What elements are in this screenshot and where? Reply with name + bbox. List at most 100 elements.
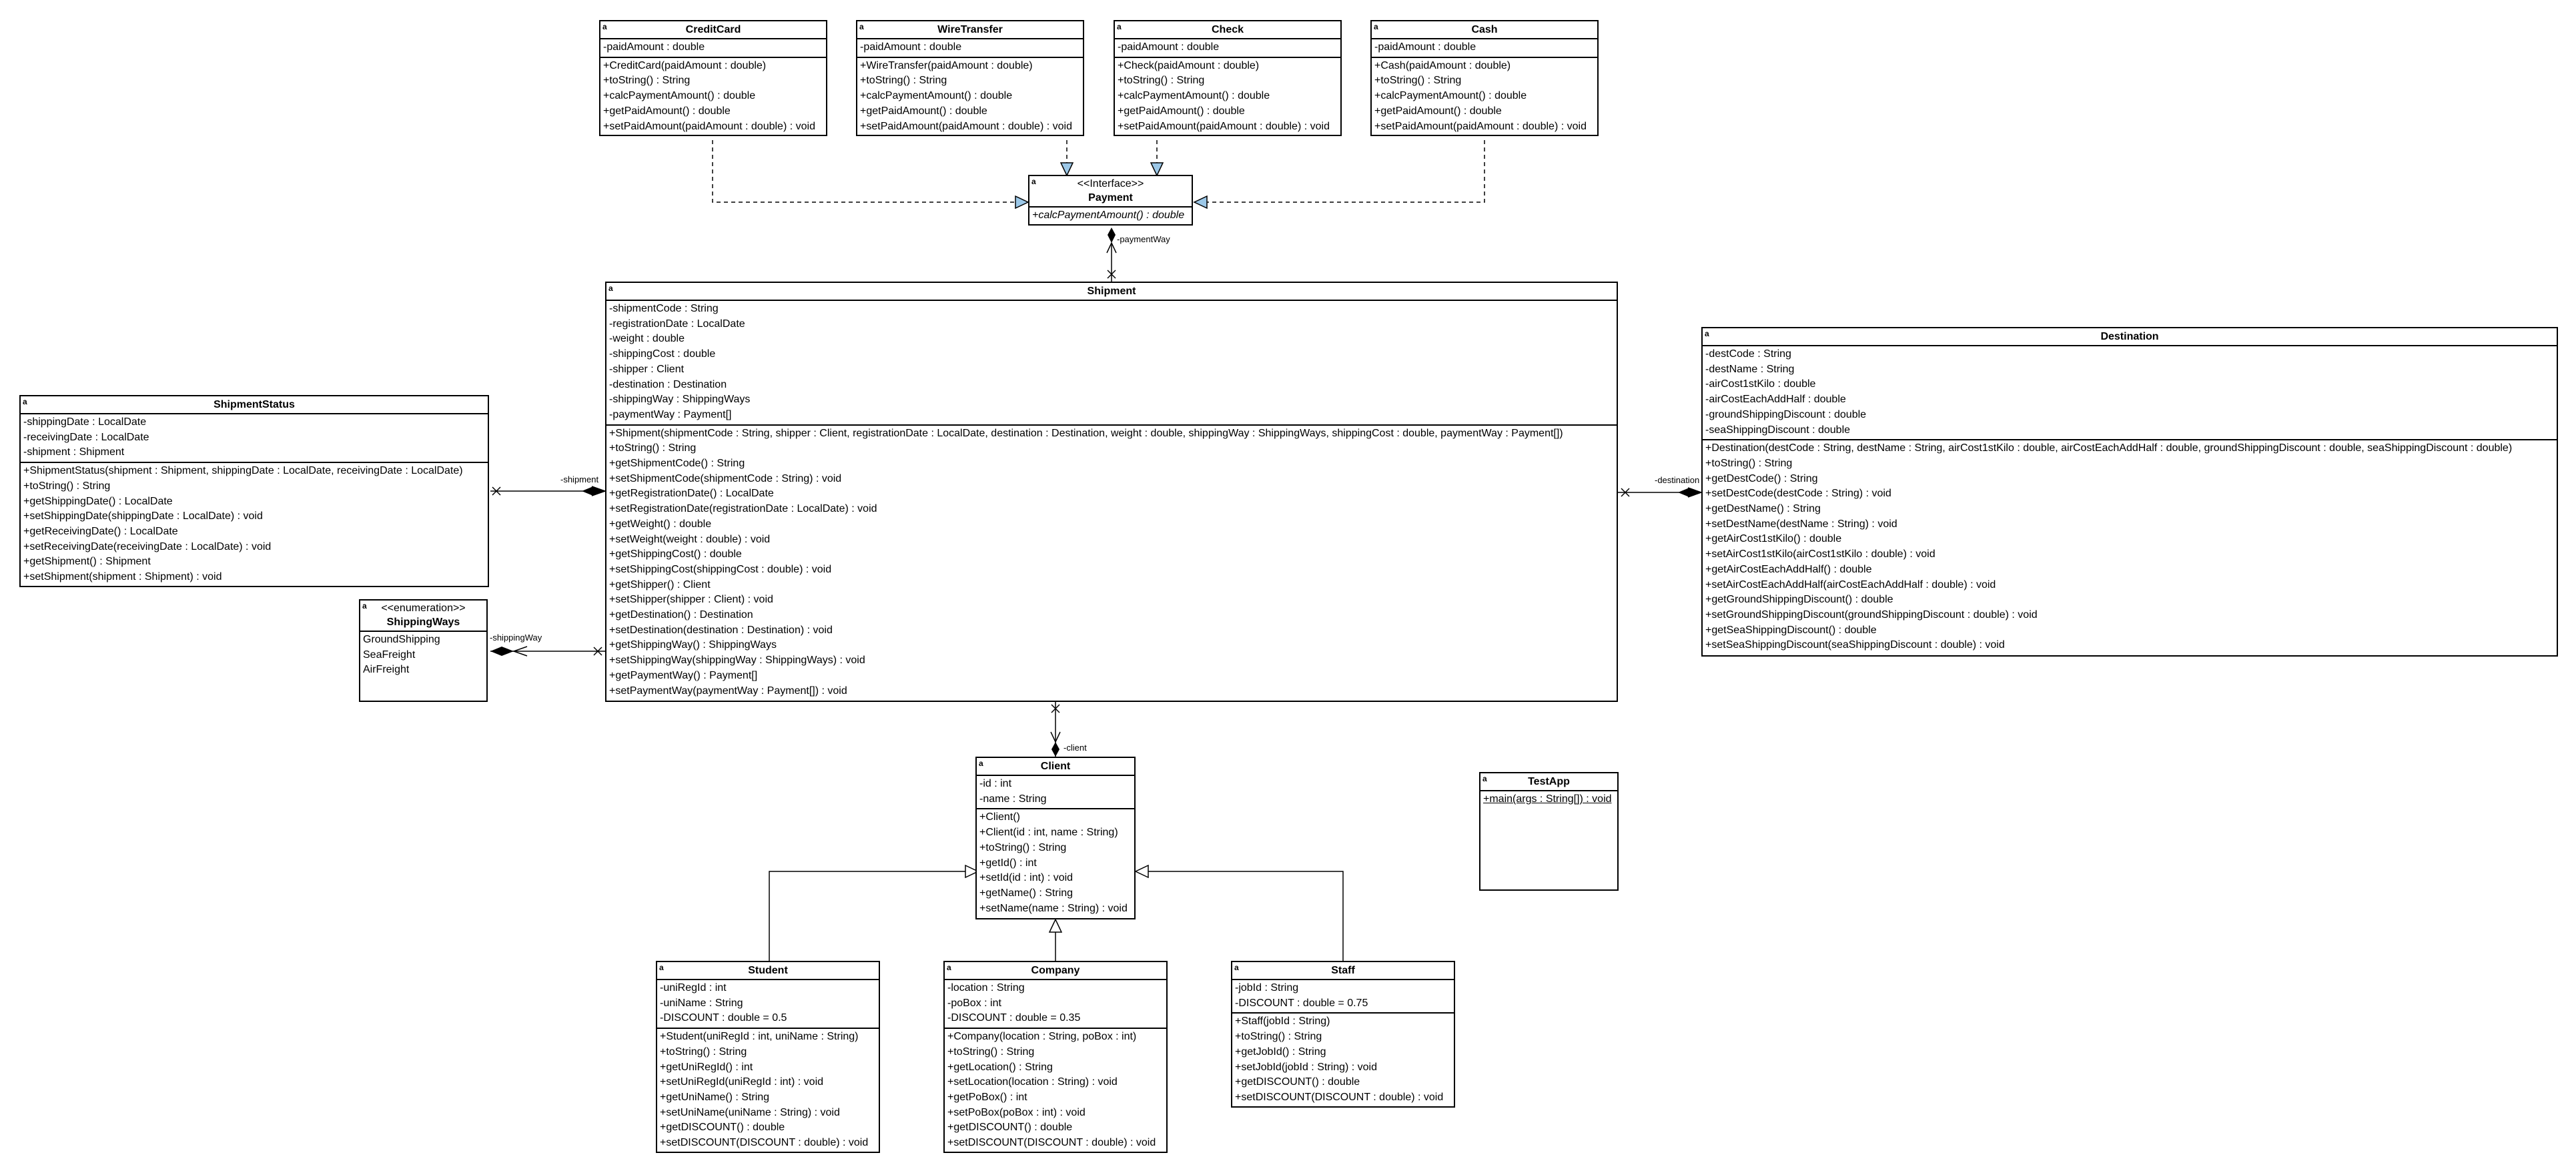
operation-row: +getDISCOUNT() : double bbox=[660, 1122, 785, 1134]
role-label-client: -client bbox=[1063, 743, 1087, 753]
role-label-paymentway: -paymentWay bbox=[1117, 234, 1170, 244]
class-marker-icon: a bbox=[1374, 22, 1378, 31]
attribute-row: -id : int bbox=[979, 778, 1012, 789]
operation-row: +setDISCOUNT(DISCOUNT : double) : void bbox=[660, 1137, 869, 1149]
operation-row: +getPaymentWay() : Payment[] bbox=[609, 669, 758, 681]
composition-shipmentstatus-shipment: -shipment bbox=[490, 474, 607, 496]
operation-row: +setRegistrationDate(registrationDate : … bbox=[609, 503, 877, 515]
operation-compartment: +CreditCard(paidAmount : double)+toStrin… bbox=[600, 58, 826, 136]
operation-compartment: +main(args : String[]) : void bbox=[1480, 791, 1617, 809]
operation-row: +setJobId(jobId : String) : void bbox=[1235, 1061, 1377, 1073]
attribute-compartment: -paidAmount : double bbox=[600, 39, 826, 58]
class-check[interactable]: a Check -paidAmount : double +Check(paidAmo… bbox=[1114, 20, 1342, 136]
class-name: CreditCard bbox=[685, 24, 741, 35]
attribute-row: -DISCOUNT : double = 0.5 bbox=[660, 1012, 787, 1024]
operation-row: +setLocation(location : String) : void bbox=[947, 1076, 1118, 1088]
enum-literal: GroundShipping bbox=[363, 634, 440, 645]
interface-payment[interactable]: a<<Interface>>Payment+calcPaymentAmount(… bbox=[1028, 175, 1193, 226]
operation-compartment: +Client() +Client(id : int, name : String… bbox=[977, 809, 1134, 917]
attribute-row: -paidAmount : double bbox=[860, 41, 962, 53]
operation-row: +Check(paidAmount : double) bbox=[1118, 59, 1260, 71]
operation-row: +getPaidAmount() : double bbox=[1374, 105, 1502, 117]
class-name: Check bbox=[1211, 24, 1244, 35]
operation-compartment: +Destination(destCode : String, destName… bbox=[1703, 440, 2557, 655]
operation-row: +getJobId() : String bbox=[1235, 1046, 1326, 1058]
attribute-compartment: -location : String-poBox : int-DISCOUNT … bbox=[945, 980, 1166, 1030]
operation-compartment: +WireTransfer(paidAmount : double)+toStr… bbox=[857, 58, 1083, 136]
operation-row: +calcPaymentAmount() : double bbox=[603, 90, 756, 102]
class-marker-icon: a bbox=[1117, 22, 1122, 31]
class-marker-icon: a bbox=[608, 284, 613, 293]
operation-row: +getName() : String bbox=[979, 887, 1074, 899]
realization-cash-payment bbox=[1194, 140, 1485, 202]
attribute-row: -name : String bbox=[979, 793, 1047, 805]
class-header: a<<Interface>>Payment bbox=[1029, 176, 1192, 208]
operation-row: +getId() : int bbox=[979, 857, 1037, 869]
attribute-row: -weight : double bbox=[609, 333, 685, 345]
operation-row: +Client() bbox=[979, 811, 1020, 823]
operation-row: +Client(id : int, name : String) bbox=[979, 827, 1118, 839]
attribute-row: -DISCOUNT : double = 0.75 bbox=[1235, 997, 1368, 1009]
operation-row: +setPaidAmount(paidAmount : double) : vo… bbox=[1374, 120, 1587, 132]
operation-row: +main(args : String[]) : void bbox=[1483, 793, 1612, 805]
operation-row: +getShippingDate() : LocalDate bbox=[23, 495, 173, 507]
operation-row: +setDestName(destName : String) : void bbox=[1705, 518, 1897, 530]
operation-row: +getDestination() : Destination bbox=[609, 609, 753, 621]
operation-row: +getUniName() : String bbox=[660, 1091, 770, 1103]
class-marker-icon: a bbox=[362, 601, 367, 611]
operation-row: +ShipmentStatus(shipment : Shipment, shi… bbox=[23, 465, 463, 477]
operation-row: +getShipmentCode() : String bbox=[609, 458, 745, 470]
operation-row: +getDISCOUNT() : double bbox=[947, 1122, 1073, 1134]
attribute-row: -destCode : String bbox=[1705, 348, 1791, 360]
class-stereotype: <<Interface>> bbox=[1077, 178, 1144, 189]
operation-row: +getWeight() : double bbox=[609, 518, 712, 530]
operation-row: +getDestCode() : String bbox=[1705, 472, 1818, 484]
attribute-row: -DISCOUNT : double = 0.35 bbox=[947, 1012, 1081, 1024]
operation-row: +getShipper() : Client bbox=[609, 578, 711, 591]
operation-row: +setId(id : int) : void bbox=[979, 872, 1074, 884]
operation-row: +getShippingCost() : double bbox=[609, 548, 742, 560]
operation-row: +setAirCostEachAddHalf(airCostEachAddHal… bbox=[1705, 578, 1996, 591]
operation-row: +setPaidAmount(paidAmount : double) : vo… bbox=[1118, 120, 1330, 132]
class-marker-icon: a bbox=[659, 963, 664, 972]
attribute-compartment: -id : int -name : String bbox=[977, 776, 1134, 810]
operation-row: +calcPaymentAmount() : double bbox=[1118, 90, 1270, 102]
class-marker-icon: a bbox=[1234, 963, 1239, 972]
operation-row: +getLocation() : String bbox=[947, 1061, 1053, 1073]
attribute-row: -paidAmount : double bbox=[603, 41, 705, 53]
operation-row: +toString() : String bbox=[1118, 75, 1205, 87]
attribute-row: -paidAmount : double bbox=[1118, 41, 1220, 53]
operation-row: +getDISCOUNT() : double bbox=[1235, 1076, 1360, 1088]
attribute-row: -registrationDate : LocalDate bbox=[609, 318, 745, 330]
attribute-row: -shipmentCode : String bbox=[609, 303, 719, 314]
composition-shipment-payment: -paymentWay bbox=[1106, 228, 1170, 282]
operation-row: +getShippingWay() : ShippingWays bbox=[609, 639, 777, 651]
operation-row: +getUniRegId() : int bbox=[660, 1061, 753, 1073]
class-name: WireTransfer bbox=[937, 24, 1003, 35]
attribute-row: -poBox : int bbox=[947, 997, 1001, 1009]
generalization-staff-client bbox=[1136, 871, 1344, 961]
composition-shipment-client: -client bbox=[1050, 702, 1087, 757]
operation-row: +toString() : String bbox=[1374, 75, 1462, 87]
attribute-row: -destName : String bbox=[1705, 363, 1795, 375]
operation-row: +calcPaymentAmount() : double bbox=[860, 90, 1013, 102]
operation-row: +setDestCode(destCode : String) : void bbox=[1705, 488, 1891, 500]
